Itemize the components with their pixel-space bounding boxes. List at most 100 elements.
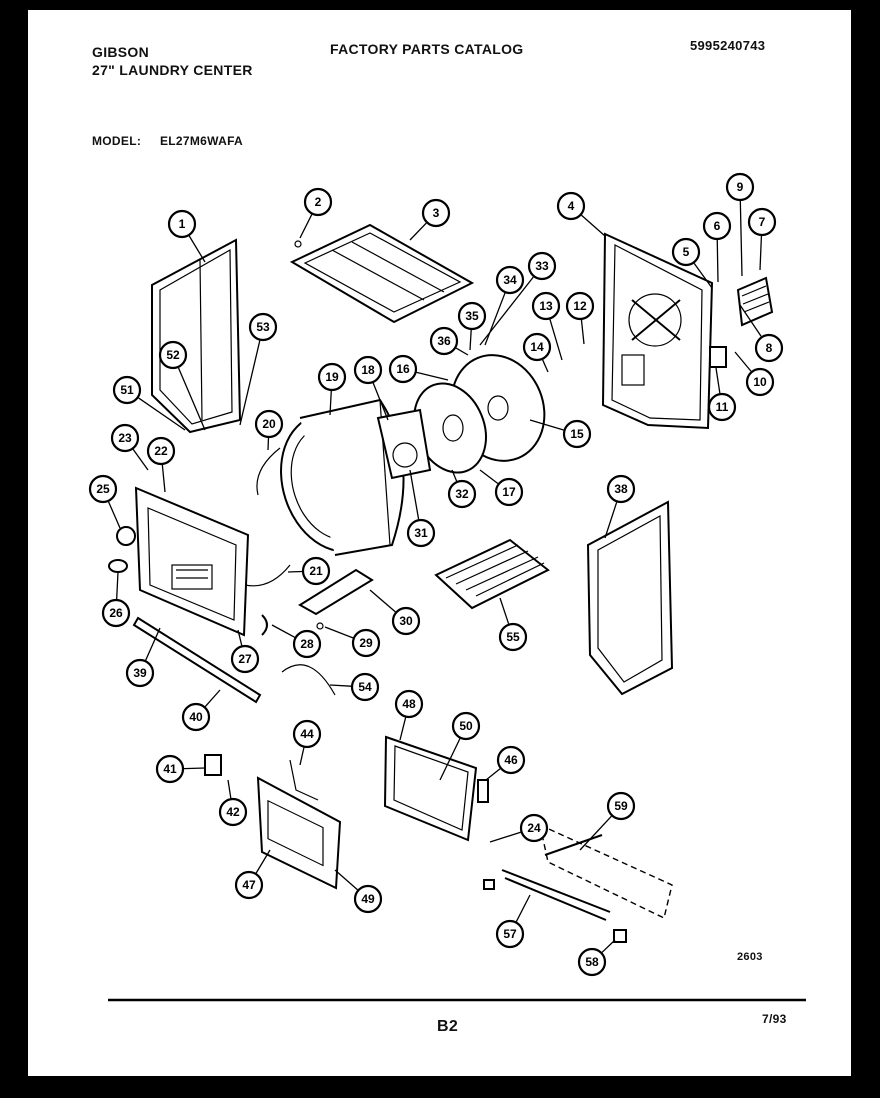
catalog-number: 5995240743: [690, 38, 766, 53]
leader-line: [239, 340, 261, 426]
callout-circle: [725, 172, 755, 202]
callout-circle: [421, 198, 451, 228]
leader-line: [399, 717, 407, 741]
callout-label: 21: [309, 564, 323, 578]
leader-line: [416, 371, 449, 381]
callout-circle: [391, 606, 421, 636]
callout-40: 40: [181, 689, 221, 732]
callout-54: 54: [329, 672, 380, 702]
leader-line: [145, 627, 161, 661]
callout-circle: [702, 211, 732, 241]
callout-label: 28: [300, 637, 314, 651]
callout-label: 32: [455, 487, 469, 501]
callout-label: 51: [120, 383, 134, 397]
brand-name: GIBSON: [92, 44, 150, 60]
callout-44: 44: [292, 719, 322, 766]
callout-label: 6: [714, 219, 721, 233]
leader-line: [183, 767, 206, 770]
callout-16: 16: [388, 354, 449, 384]
leader-line: [499, 597, 510, 624]
callout-label: 7: [759, 215, 766, 229]
cabinet-outline: [539, 823, 673, 920]
callout-1: 1: [167, 209, 206, 263]
callout-label: 13: [539, 299, 553, 313]
leader-line: [739, 200, 743, 277]
callout-circle: [527, 251, 557, 281]
callout-11: 11: [707, 367, 737, 422]
latch: [477, 779, 489, 803]
callout-53: 53: [239, 312, 278, 426]
callout-41: 41: [155, 754, 206, 784]
callout-circle: [146, 436, 176, 466]
callout-label: 57: [503, 927, 517, 941]
callout-4: 4: [556, 191, 606, 237]
callout-circle: [110, 423, 140, 453]
callout-circle: [556, 191, 586, 221]
callout-25: 25: [88, 474, 121, 529]
callout-circle: [671, 237, 701, 267]
callout-circle: [531, 291, 561, 321]
callout-circle: [496, 745, 526, 775]
screw: [316, 622, 324, 630]
callout-circle: [167, 209, 197, 239]
door: [256, 776, 342, 890]
callout-circle: [317, 362, 347, 392]
callout-circle: [519, 813, 549, 843]
callout-14: 14: [522, 332, 552, 373]
callout-label: 48: [402, 697, 416, 711]
product-name: 27" LAUNDRY CENTER: [92, 62, 253, 78]
callout-31: 31: [406, 469, 436, 548]
callout-2: 2: [299, 187, 333, 239]
callout-12: 12: [565, 291, 595, 345]
callout-label: 27: [238, 652, 252, 666]
callout-49: 49: [334, 869, 383, 914]
callout-circle: [88, 474, 118, 504]
callout-circle: [562, 419, 592, 449]
drum-bulkhead: [413, 354, 546, 474]
leader-line: [324, 626, 354, 639]
callout-label: 44: [300, 727, 314, 741]
toe-kick: [132, 616, 262, 704]
callout-label: 23: [118, 431, 132, 445]
leader-line: [329, 390, 332, 416]
callout-label: 40: [189, 710, 203, 724]
callout-32: 32: [447, 469, 477, 509]
callout-9: 9: [725, 172, 755, 277]
hinge: [204, 754, 222, 776]
rail: [544, 834, 603, 856]
leader-line: [177, 367, 206, 431]
callout-35: 35: [457, 301, 487, 351]
callout-7: 7: [747, 207, 777, 271]
callout-circle: [292, 719, 322, 749]
leader-line: [739, 304, 762, 337]
leader-line: [549, 319, 563, 361]
callout-circle: [301, 556, 331, 586]
callout-26: 26: [101, 571, 131, 628]
callout-label: 46: [504, 753, 518, 767]
callout-circle: [351, 628, 381, 658]
callout-label: 49: [361, 892, 375, 906]
callout-circle: [747, 207, 777, 237]
callout-circle: [230, 644, 260, 674]
leader-line: [334, 869, 358, 891]
callout-5: 5: [671, 237, 713, 289]
plate: [709, 346, 727, 368]
callout-34: 34: [484, 265, 525, 346]
heater-element: [434, 538, 550, 610]
leader-line: [369, 589, 396, 613]
callout-circle: [606, 474, 636, 504]
knob: [108, 559, 128, 573]
leader-line: [299, 214, 313, 239]
callout-circle: [155, 754, 185, 784]
leader-line: [372, 382, 389, 421]
callout-label: 4: [568, 199, 575, 213]
callout-label: 35: [465, 309, 479, 323]
rear-panel: [601, 232, 714, 430]
callout-label: 41: [163, 762, 177, 776]
callout-50: 50: [439, 711, 481, 781]
leader-line: [161, 464, 166, 493]
catalog-title: FACTORY PARTS CATALOG: [330, 41, 524, 57]
callout-13: 13: [531, 291, 563, 361]
callout-label: 5: [683, 245, 690, 259]
